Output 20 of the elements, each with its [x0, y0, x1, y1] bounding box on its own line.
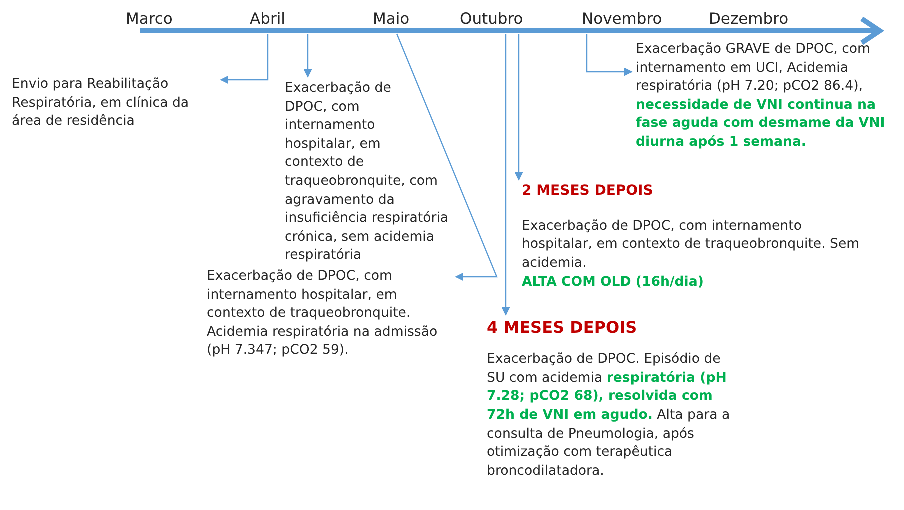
- event-description: Exacerbação de DPOC, com internamento hospitalar, em contexto de traqueobronquite. Sem acidemia. ALTA COM OLD (16h/dia): [522, 218, 861, 292]
- event-description: Envio para Reabilitação Respiratória, em clínica da área de residência: [12, 76, 190, 132]
- month-label: Dezembro: [709, 10, 789, 28]
- arrow: [502, 34, 510, 316]
- month-label: Outubro: [460, 10, 524, 28]
- arrow: [304, 34, 312, 78]
- month-label: Maio: [373, 10, 410, 28]
- event-heading: 4 MESES DEPOIS: [487, 318, 638, 338]
- arrow: [514, 34, 524, 181]
- month-label: Novembro: [582, 10, 662, 28]
- arrow: [220, 34, 269, 84]
- event-description: Exacerbação de DPOC, com internamento hospitalar, em contexto de traqueobronquite. Acidemia respiratória na admissão (pH 7.347; pCO2 59).: [207, 268, 439, 360]
- event-description: Exacerbação de DPOC. Episódio de SU com acidemia respiratória (pH 7.28; pCO2 68), resolvida com 72h de VNI em agudo. Alta para a consulta de Pneumologia, após otimização com terapêutica broncodilatadora.: [487, 351, 732, 481]
- arrow: [396, 34, 498, 282]
- arrow: [586, 34, 633, 76]
- month-label: Marco: [126, 10, 173, 28]
- month-label: Abril: [250, 10, 286, 28]
- event-heading: 2 MESES DEPOIS: [522, 183, 654, 200]
- event-description: Exacerbação de DPOC, com internamento hospitalar, em contexto de traqueobronquite, com agravamento da insuficiência respiratória crónica, sem acidemia respiratória: [285, 80, 450, 266]
- event-description: Exacerbação GRAVE de DPOC, com internamento em UCI, Acidemia respiratória (pH 7.20; pCO2 86.4), necessidade de VNI continua na fase aguda com desmame da VNI diurna após 1 semana.: [636, 41, 886, 152]
